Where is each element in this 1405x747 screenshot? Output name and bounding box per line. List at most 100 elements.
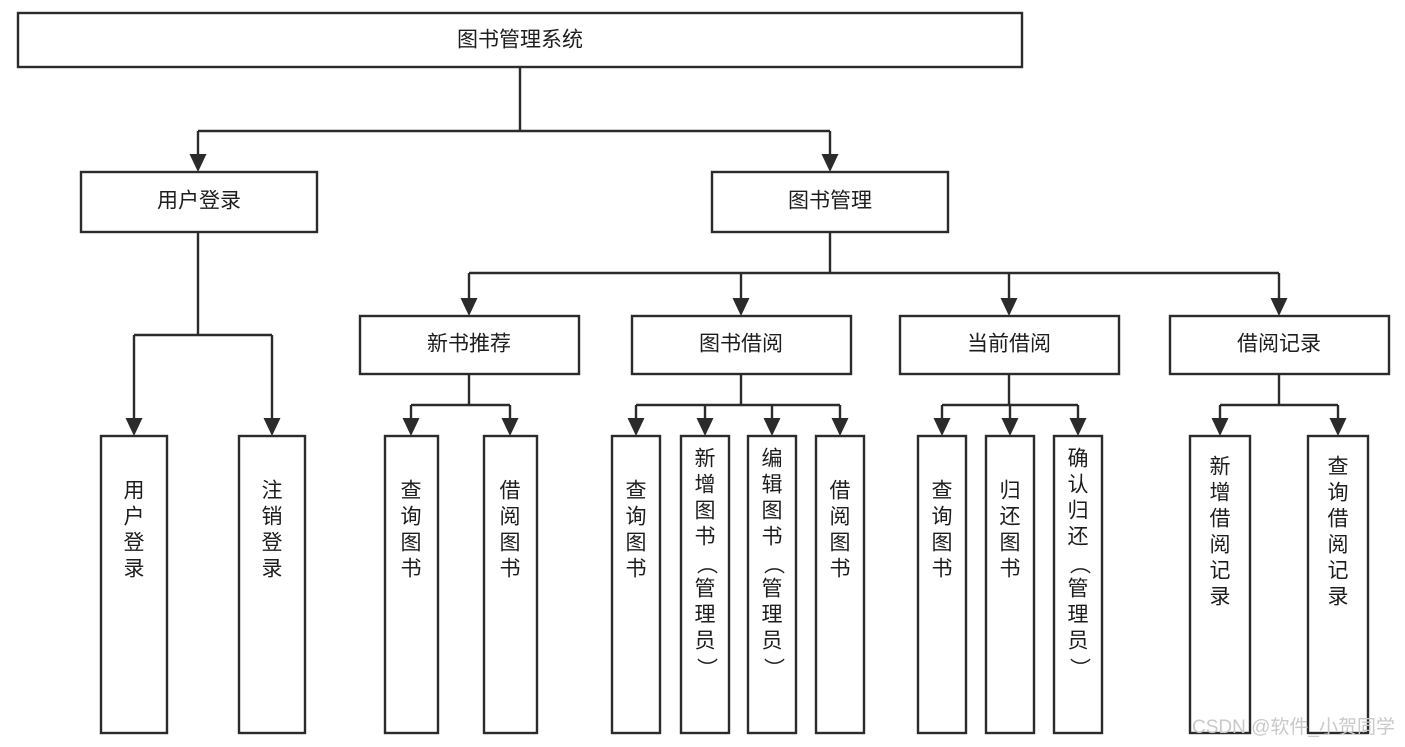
svg-text:记: 记 [1210,560,1231,583]
svg-text:理: 理 [1068,604,1089,627]
svg-text:书: 书 [830,558,851,581]
svg-text:图: 图 [932,532,953,555]
node-current-borrow-box[interactable] [898,314,1121,376]
svg-text:查: 查 [626,480,647,503]
svg-text:增: 增 [695,474,716,497]
svg-text:增: 增 [1210,482,1231,505]
svg-text:辑: 辑 [762,474,783,497]
svg-text:阅: 阅 [1328,534,1349,557]
node-user-login[interactable]: 用户登录 [79,170,319,234]
leaf-box[interactable] [237,434,307,735]
svg-text:询: 询 [401,506,422,529]
node-new-book-recommend-box[interactable] [358,314,581,376]
node-book-borrow-box[interactable] [630,314,853,376]
connector-layer [125,67,1347,436]
arrow-icon [763,418,781,436]
svg-text:图: 图 [830,532,851,555]
svg-text:还: 还 [1068,526,1089,549]
node-borrow-record-box[interactable] [1168,314,1391,376]
node-user-login-box[interactable] [79,170,319,234]
svg-text:员: 员 [762,630,783,653]
leaf-box[interactable] [383,434,440,735]
arrow-icon [696,418,714,436]
leaf-box[interactable] [746,434,798,735]
leaf-box[interactable] [984,434,1036,735]
svg-text:认: 认 [1068,474,1089,497]
leaf-box[interactable] [1188,434,1252,735]
svg-text:理: 理 [695,604,716,627]
svg-text:录: 录 [1210,586,1231,609]
svg-text:借: 借 [830,480,851,503]
leaf-node[interactable]: 用户登录 [99,434,169,735]
svg-text:阅: 阅 [500,506,521,529]
node-current-borrow[interactable]: 当前借阅 [898,314,1121,376]
arrow-icon [460,298,478,316]
leaf-box[interactable] [610,434,662,735]
svg-text:书: 书 [762,526,783,549]
svg-text:借: 借 [1210,508,1231,531]
svg-text:注: 注 [262,480,283,503]
leaf-box[interactable] [99,434,169,735]
node-root-box[interactable] [16,11,1024,69]
svg-text:确: 确 [1068,448,1089,471]
svg-text:图: 图 [762,500,783,523]
node-borrow-record[interactable]: 借阅记录 [1168,314,1391,376]
leaf-box[interactable] [814,434,866,735]
svg-text:户: 户 [124,506,145,529]
leaf-box[interactable] [679,434,731,735]
leaf-box[interactable] [916,434,968,735]
svg-text:）: ） [694,658,717,679]
arrow-icon [831,418,849,436]
arrow-icon [125,418,143,436]
svg-text:书: 书 [626,558,647,581]
node-book-borrow[interactable]: 图书借阅 [630,314,853,376]
node-new-book-recommend[interactable]: 新书推荐 [358,314,581,376]
svg-text:管: 管 [1068,578,1089,601]
svg-text:记: 记 [1328,560,1349,583]
arrow-icon [1270,298,1288,316]
node-book-management[interactable]: 图书管理 [710,170,950,234]
node-root[interactable]: 图书管理系统 [16,11,1024,69]
arrow-icon [263,418,281,436]
svg-text:员: 员 [1068,630,1089,653]
svg-text:图: 图 [626,532,647,555]
node-borrow-record-label: 借阅记录 [1237,333,1321,356]
node-book-management-box[interactable] [710,170,950,234]
arrow-icon [189,154,207,172]
node-book-borrow-label: 图书借阅 [699,333,783,356]
leaf-box[interactable] [482,434,539,735]
svg-text:书: 书 [695,526,716,549]
leaf-box[interactable] [1052,434,1104,735]
svg-text:员: 员 [695,630,716,653]
svg-text:图: 图 [1000,532,1021,555]
svg-text:理: 理 [762,604,783,627]
svg-text:查: 查 [1328,456,1349,479]
svg-text:询: 询 [1328,482,1349,505]
arrow-icon [732,298,750,316]
leaf-box[interactable] [1306,434,1370,735]
arrow-icon [627,418,645,436]
